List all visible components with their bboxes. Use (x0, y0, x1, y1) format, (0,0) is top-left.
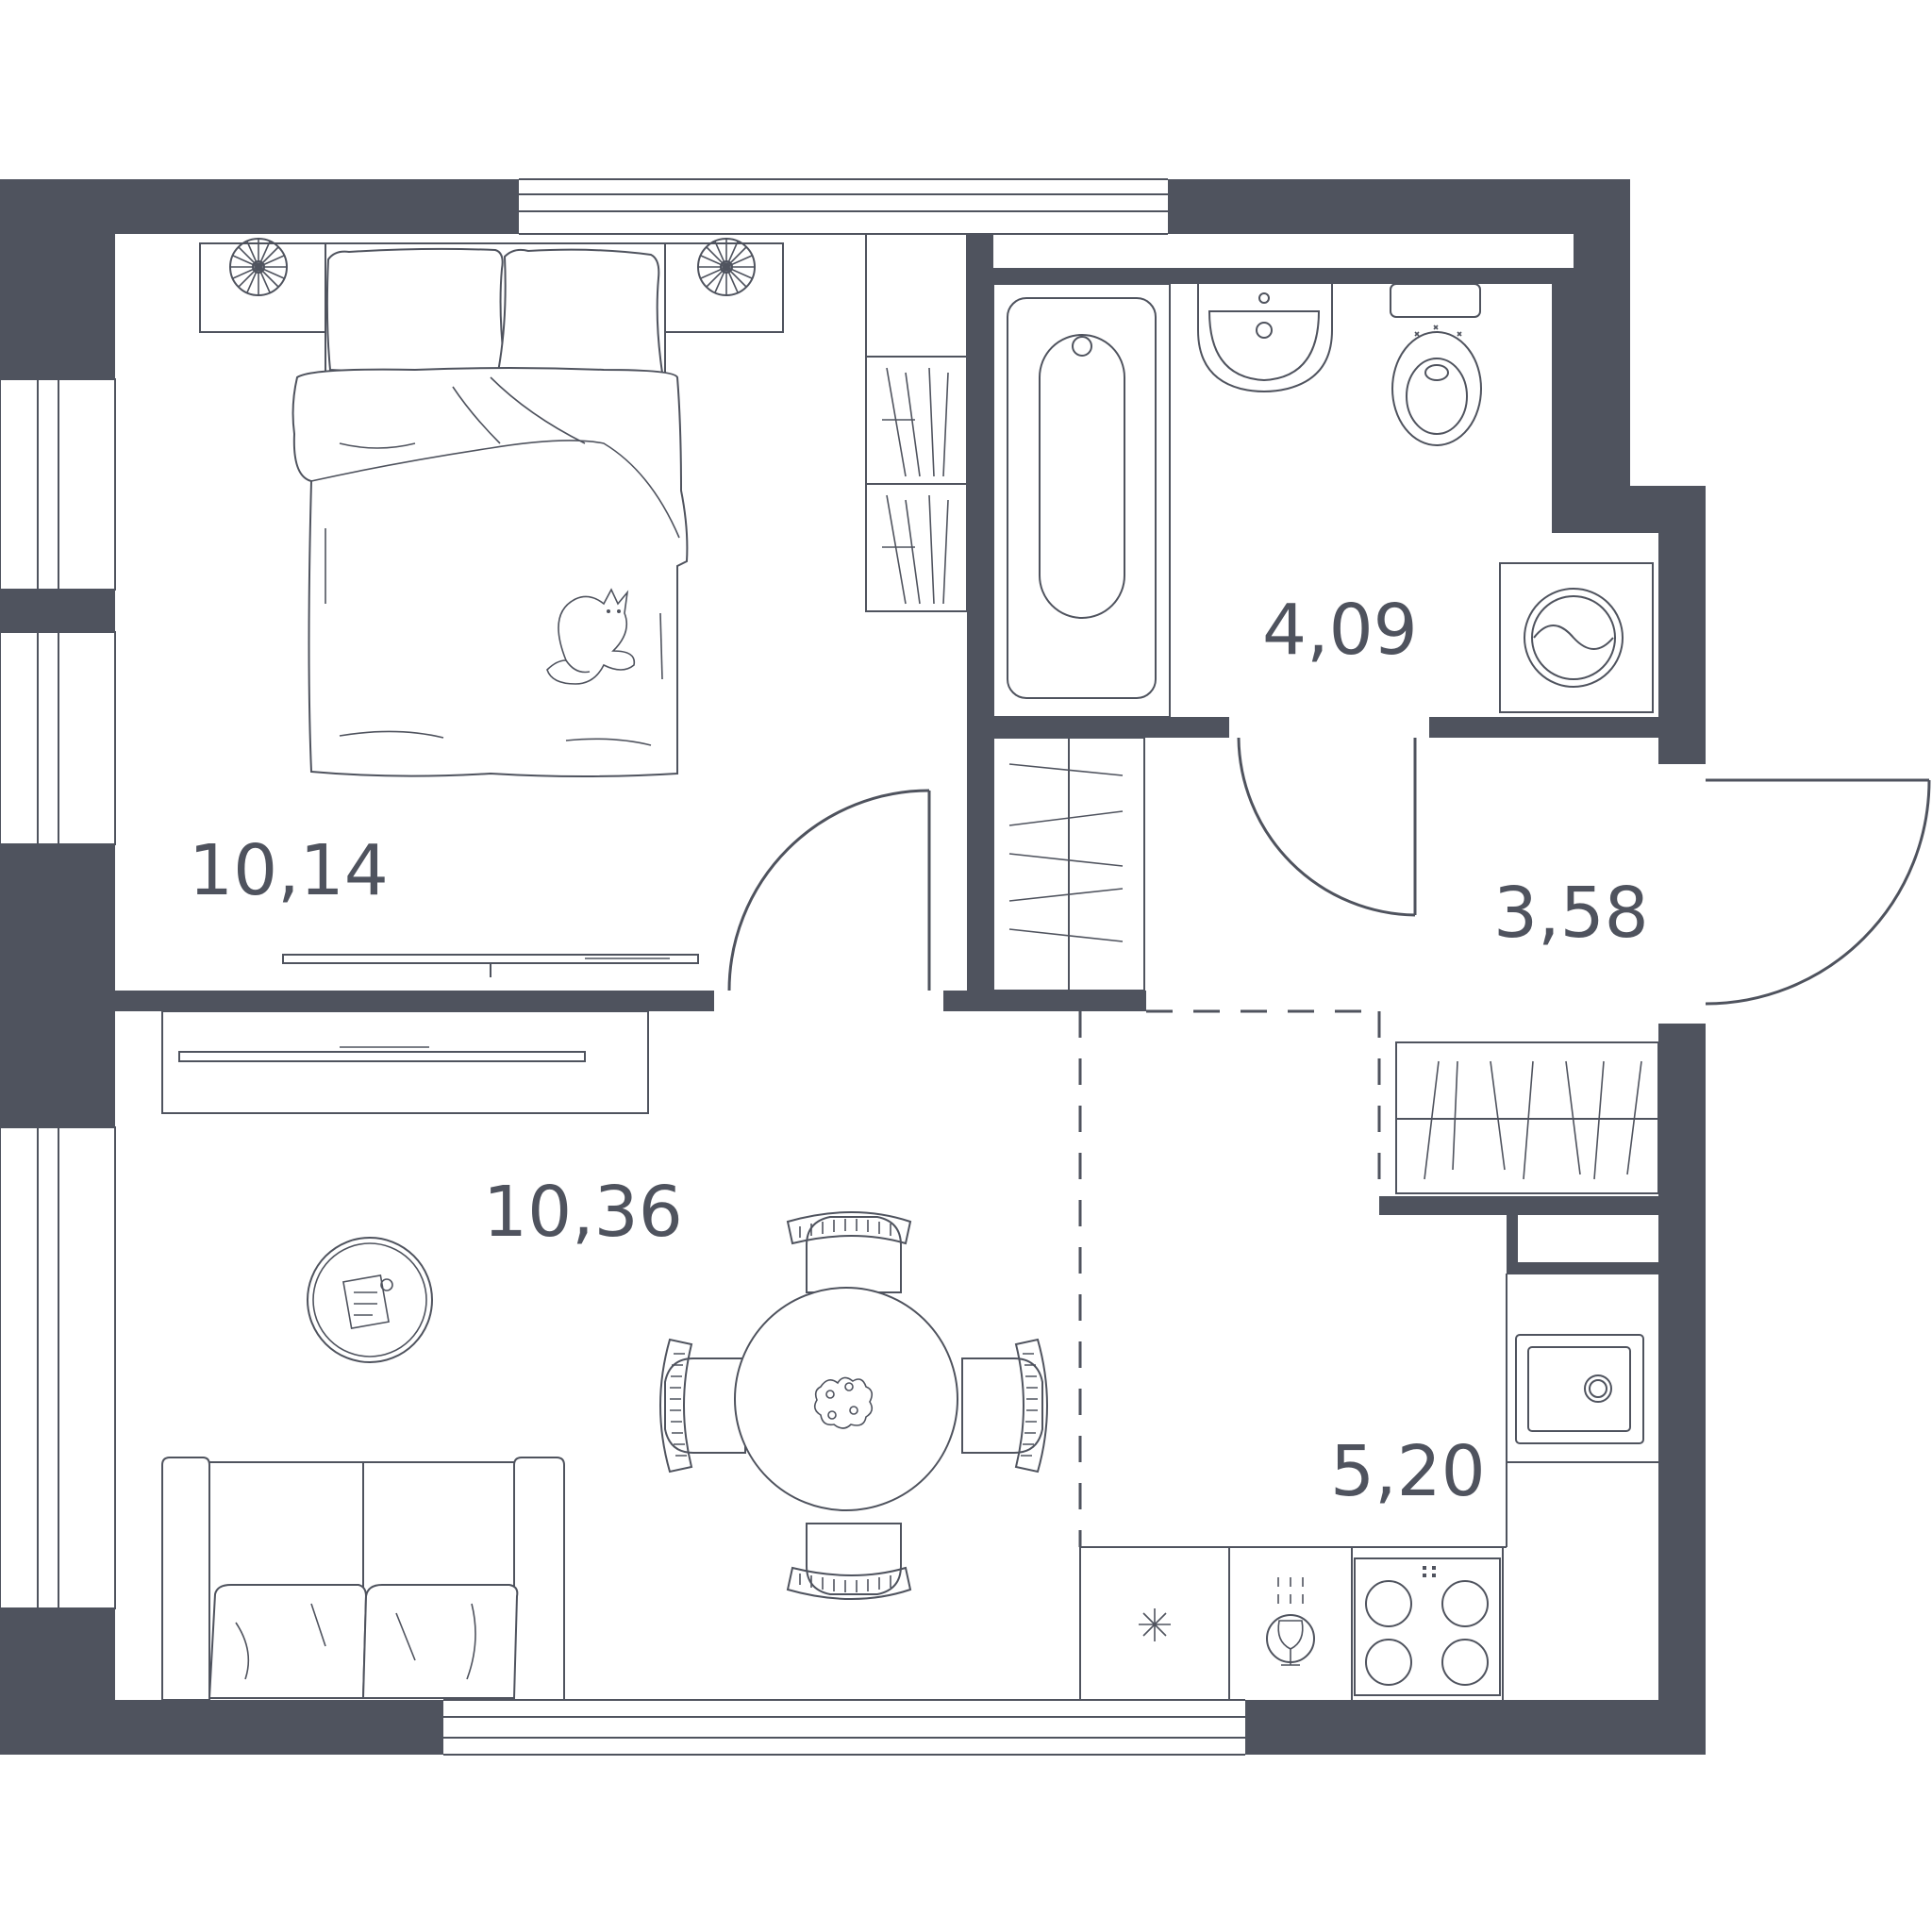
nightstand-left (199, 238, 326, 333)
sofa (161, 1457, 565, 1701)
bed (199, 242, 784, 777)
chair-right (961, 1338, 1048, 1474)
hall-wardrobe-left (992, 737, 1145, 991)
bathroom-door[interactable] (1237, 737, 1417, 917)
entrance-door[interactable] (1705, 778, 1931, 1006)
kitchen-area-label: 5,20 (1330, 1431, 1486, 1512)
hallway-area-label: 3,58 (1493, 873, 1649, 954)
living-room-area-label: 10,36 (483, 1172, 683, 1253)
hall-wardrobe-right (1395, 1041, 1659, 1194)
kitchen-sink (1515, 1334, 1644, 1444)
dishwasher (1266, 1577, 1315, 1666)
chair-bottom (786, 1523, 912, 1600)
bedroom-area-label: 10,14 (189, 830, 389, 911)
bathtub (992, 283, 1171, 718)
fridge (1139, 1608, 1171, 1641)
bedroom-wardrobe (865, 233, 968, 612)
window-bottom (443, 1699, 1245, 1756)
tv-stand (161, 1010, 649, 1114)
kitchen-counter (1079, 1273, 1658, 1700)
cooktop (1354, 1557, 1501, 1696)
coffee-table (307, 1237, 433, 1363)
dining-table (659, 1211, 1048, 1600)
windows-left (0, 378, 116, 1609)
interior-walls (115, 234, 1658, 1274)
outer-walls (0, 179, 1706, 1755)
flower-vase (813, 1376, 874, 1429)
bedroom-tv (282, 954, 699, 977)
chair-top (786, 1211, 912, 1293)
bedroom-door[interactable] (727, 789, 931, 991)
chair-left (659, 1338, 746, 1474)
nightstand-right (664, 238, 784, 333)
toilet (1390, 283, 1482, 446)
washing-machine (1499, 562, 1654, 713)
zone-dividers (1078, 1009, 1381, 1547)
cat-drawing (546, 588, 636, 685)
sink (1197, 284, 1333, 392)
window-top (519, 178, 1168, 235)
bathroom-area-label: 4,09 (1262, 590, 1418, 671)
